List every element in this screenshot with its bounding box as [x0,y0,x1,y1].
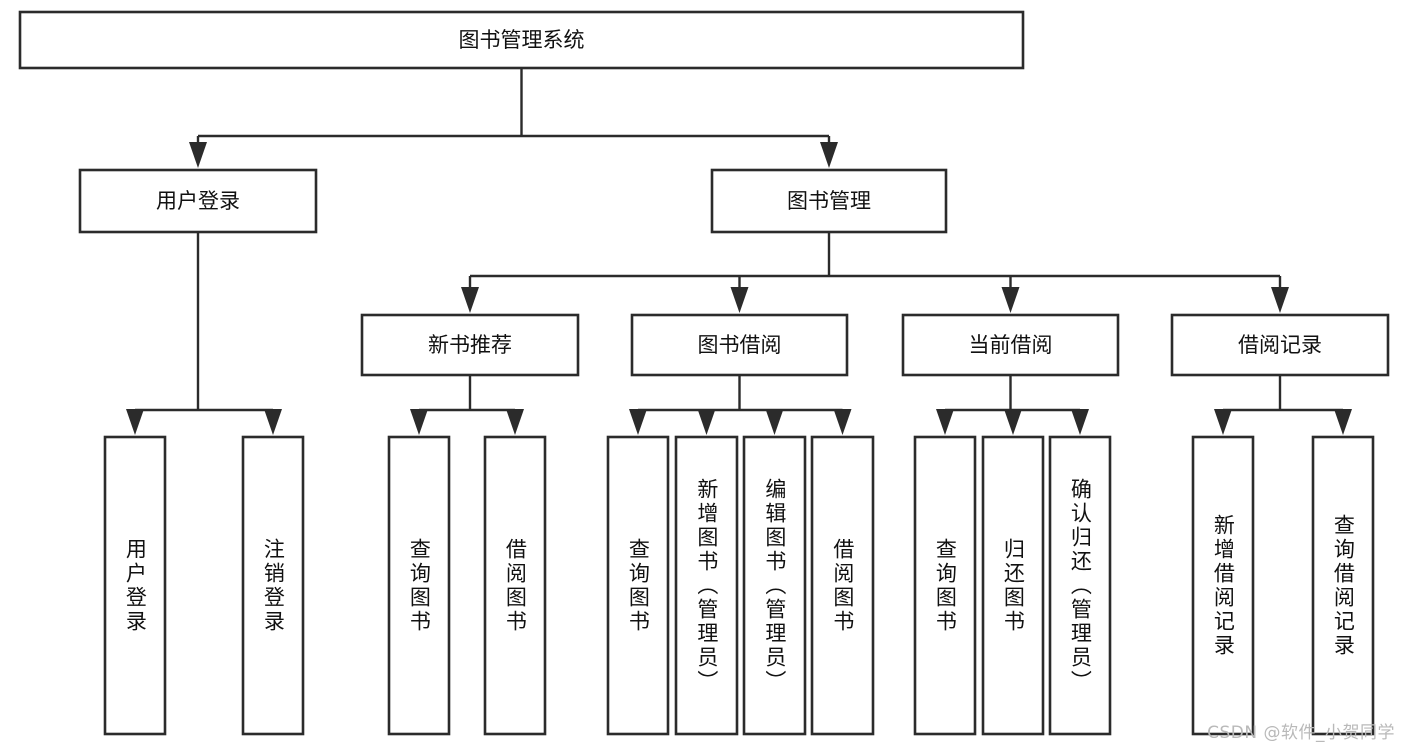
node-box[interactable] [913,435,977,736]
node-label: 图书管理系统 [459,28,585,52]
arrow-head-icon [1004,409,1022,435]
node-box[interactable] [742,435,807,736]
arrow-head-icon [833,409,852,435]
node-box[interactable] [387,435,451,736]
arrow-head-icon [264,409,282,435]
node-leaf[interactable] [742,435,807,736]
node-box[interactable] [18,10,1025,70]
arrow-head-icon [1334,409,1352,435]
arrow-head-icon [765,409,784,435]
node-box[interactable] [606,435,670,736]
arrow-head-icon [936,409,954,435]
node-box[interactable] [1311,435,1375,736]
arrow-head-icon [697,409,716,435]
node-leaf[interactable] [483,435,547,736]
arrow-head-icon [820,142,838,168]
node-leaf[interactable] [1048,435,1112,736]
node-leaf[interactable] [387,435,451,736]
node-level2[interactable]: 新书推荐 [360,313,580,377]
connector-layer [126,68,1352,435]
node-box[interactable] [483,435,547,736]
arrow-head-icon [1271,287,1289,313]
node-label: 当前借阅 [969,333,1053,357]
node-box[interactable] [103,435,167,736]
node-leaf[interactable] [606,435,670,736]
node-leaf[interactable] [810,435,875,736]
arrow-head-icon [1214,409,1232,435]
node-leaf[interactable] [103,435,167,736]
arrow-head-icon [1001,287,1020,313]
arrow-head-icon [189,142,207,168]
node-level2[interactable]: 当前借阅 [901,313,1120,377]
arrow-head-icon [461,287,479,313]
node-box[interactable] [360,313,580,377]
node-label: 用户登录 [156,189,240,213]
node-root[interactable]: 图书管理系统 [18,10,1025,70]
arrow-head-icon [506,409,524,435]
node-box[interactable] [981,435,1045,736]
node-box[interactable] [901,313,1120,377]
arrow-head-icon [410,409,428,435]
node-level2[interactable]: 借阅记录 [1170,313,1390,377]
node-leaf[interactable] [913,435,977,736]
arrow-head-icon [1071,409,1089,435]
node-label: 借阅记录 [1238,333,1322,357]
node-box[interactable] [1048,435,1112,736]
arrow-head-icon [730,287,749,313]
node-leaf[interactable] [674,435,739,736]
node-leaf[interactable] [981,435,1045,736]
node-box[interactable] [810,435,875,736]
node-box[interactable] [674,435,739,736]
node-box[interactable] [630,313,849,377]
node-box[interactable] [710,168,948,234]
node-label: 图书管理 [787,189,871,213]
node-leaf[interactable] [1311,435,1375,736]
node-label: 新书推荐 [428,333,512,357]
arrow-head-icon [126,409,144,435]
node-level2[interactable]: 图书借阅 [630,313,849,377]
node-leaf[interactable] [1191,435,1255,736]
node-box[interactable] [1191,435,1255,736]
node-box[interactable] [241,435,305,736]
node-level1[interactable]: 图书管理 [710,168,948,234]
arrow-head-icon [629,409,647,435]
node-leaf[interactable] [241,435,305,736]
node-box[interactable] [1170,313,1390,377]
node-box[interactable] [78,168,318,234]
node-label: 图书借阅 [698,333,782,357]
node-level1[interactable]: 用户登录 [78,168,318,234]
watermark: CSDN @软件_小贺同学 [1207,723,1395,743]
